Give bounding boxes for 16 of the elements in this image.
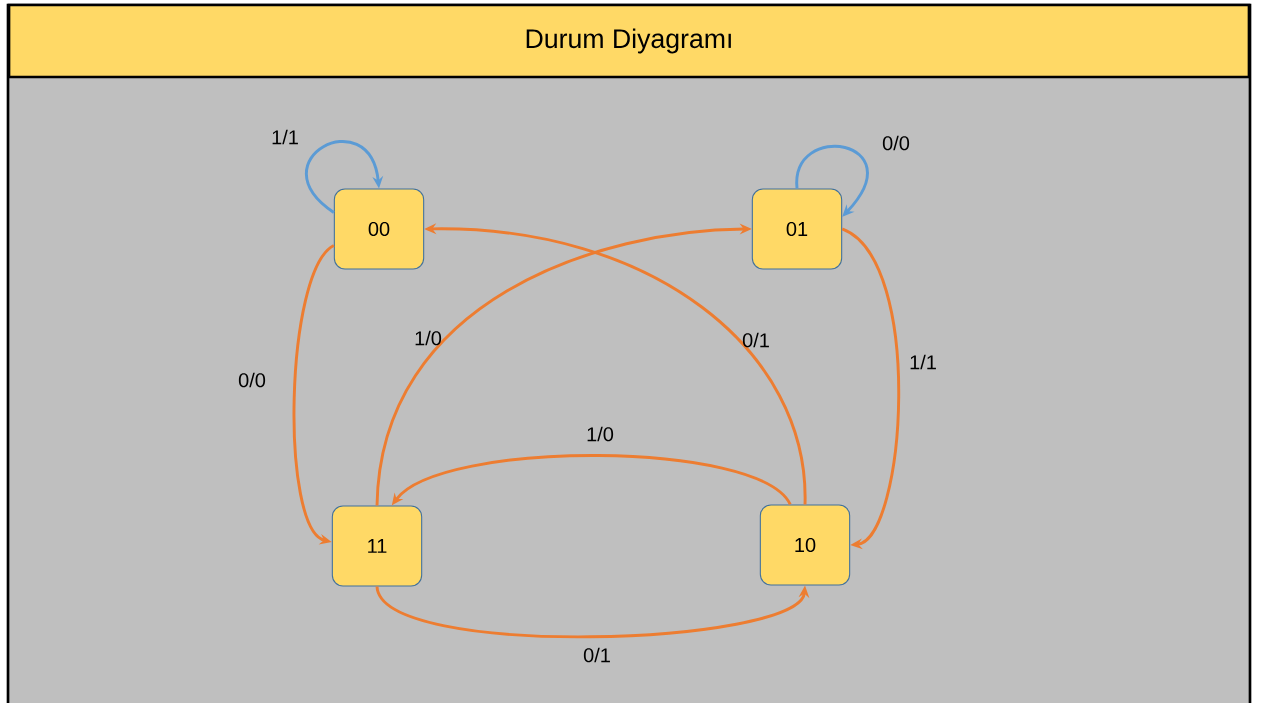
edge-label: 1/1 [272, 129, 298, 145]
edge-label: 0/1 [742, 332, 769, 348]
arrow [841, 227, 901, 550]
state-box: 10 [759, 504, 851, 586]
loop-arrow [305, 140, 384, 214]
edge-label: 0/0 [238, 372, 266, 388]
title-band: Durum Diyagramı [7, 3, 1251, 79]
edge-label: 0/1 [583, 647, 610, 663]
edge-label: 1/1 [910, 354, 936, 370]
state-box: 11 [331, 505, 423, 587]
loop-arrow [795, 144, 869, 217]
edge-label: 0/0 [882, 135, 910, 151]
state-box: 00 [333, 188, 425, 270]
state-box: 01 [751, 188, 843, 270]
edge-label: 1/0 [587, 426, 614, 442]
edge-label: 1/0 [415, 330, 442, 346]
